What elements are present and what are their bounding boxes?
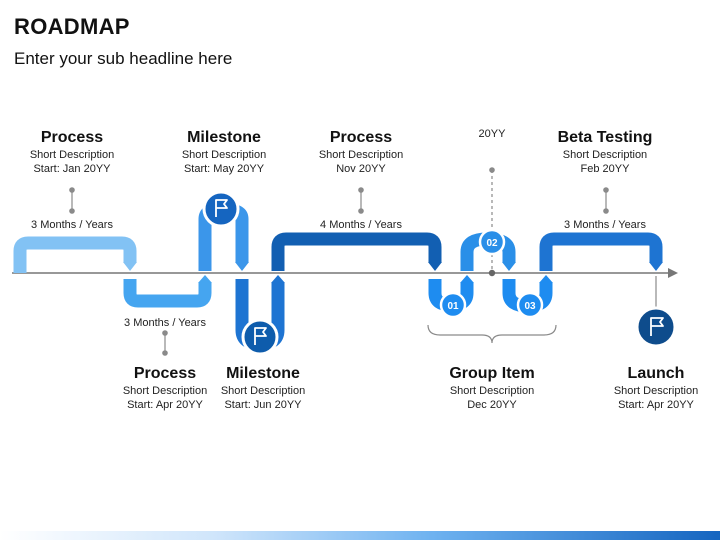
milestone-title: Group Item [449,365,535,382]
milestone-description: Short Description [220,385,306,397]
milestone-marker-2 [241,318,279,356]
roadmap-segment-2 [123,279,212,308]
milestone-date: Dec 20YY [467,399,517,411]
milestone-description: Short Description [562,149,648,161]
page-subtitle: Enter your sub headline here [14,49,233,68]
milestone-description: Short Description [613,385,699,397]
milestone-title: Launch [627,365,685,382]
milestone-date: Feb 20YY [580,163,630,175]
milestone-title: Beta Testing [557,129,653,146]
milestone-description: Short Description [122,385,208,397]
milestone-title: Process [133,365,197,382]
duration-label: 3 Months / Years [31,219,113,231]
step-number-03: 03 [524,301,536,312]
milestone-title: Process [40,129,104,146]
milestone-description: Short Description [29,149,115,161]
step-marker-02: 02 [478,228,506,256]
milestone-title: Milestone [226,365,300,382]
launch-marker [635,306,677,348]
roadmap-segment-5 [271,232,442,271]
milestone-date: Start: May 20YY [183,163,265,175]
milestone-description: Short Description [318,149,404,161]
milestone-date: Start: Apr 20YY [618,399,694,411]
group-brace [427,324,557,344]
milestone-date: Start: Apr 20YY [127,399,203,411]
roadmap-segment-1 [13,236,137,273]
milestone-title: Milestone [187,129,261,146]
page-title: ROADMAP [14,14,130,39]
milestone-bottom-4: Launch Short Description Start: Apr 20YY [614,364,698,412]
milestone-top-3: Process Short Description Nov 20YY [319,128,403,176]
duration-label: 3 Months / Years [124,317,206,329]
milestone-top-1: Process Short Description Start: Jan 20Y… [30,128,114,176]
milestone-top-2: Milestone Short Description Start: May 2… [182,128,266,176]
timeline-arrowhead [668,268,678,278]
flag-icon [254,327,267,345]
milestone-title: Process [329,129,393,146]
milestone-date: Nov 20YY [336,163,386,175]
milestone-description: Short Description [181,149,267,161]
milestone-date: Start: Jun 20YY [224,399,302,411]
milestone-bottom-3: Group Item Short Description Dec 20YY [449,364,534,412]
flag-icon [215,199,228,217]
step-number-02: 02 [486,238,498,249]
duration-label: 4 Months / Years [320,219,402,231]
milestone-bottom-1: Process Short Description Start: Apr 20Y… [123,364,207,412]
top-marker-label: 20YY [478,128,506,140]
milestone-description: Short Description [449,385,535,397]
flag-icon [650,317,664,336]
footer-gradient-bar [0,531,720,540]
step-number-01: 01 [447,301,459,312]
milestone-bottom-2: Milestone Short Description Start: Jun 2… [221,364,305,412]
duration-label: 3 Months / Years [564,219,646,231]
step-marker-01: 01 [439,291,467,319]
step-marker-03: 03 [516,291,544,319]
roadmap-segment-6 [539,232,663,271]
milestone-marker-1 [202,190,240,228]
milestone-top-4: Beta Testing Short Description Feb 20YY [558,128,653,176]
milestone-date: Start: Jan 20YY [33,163,111,175]
